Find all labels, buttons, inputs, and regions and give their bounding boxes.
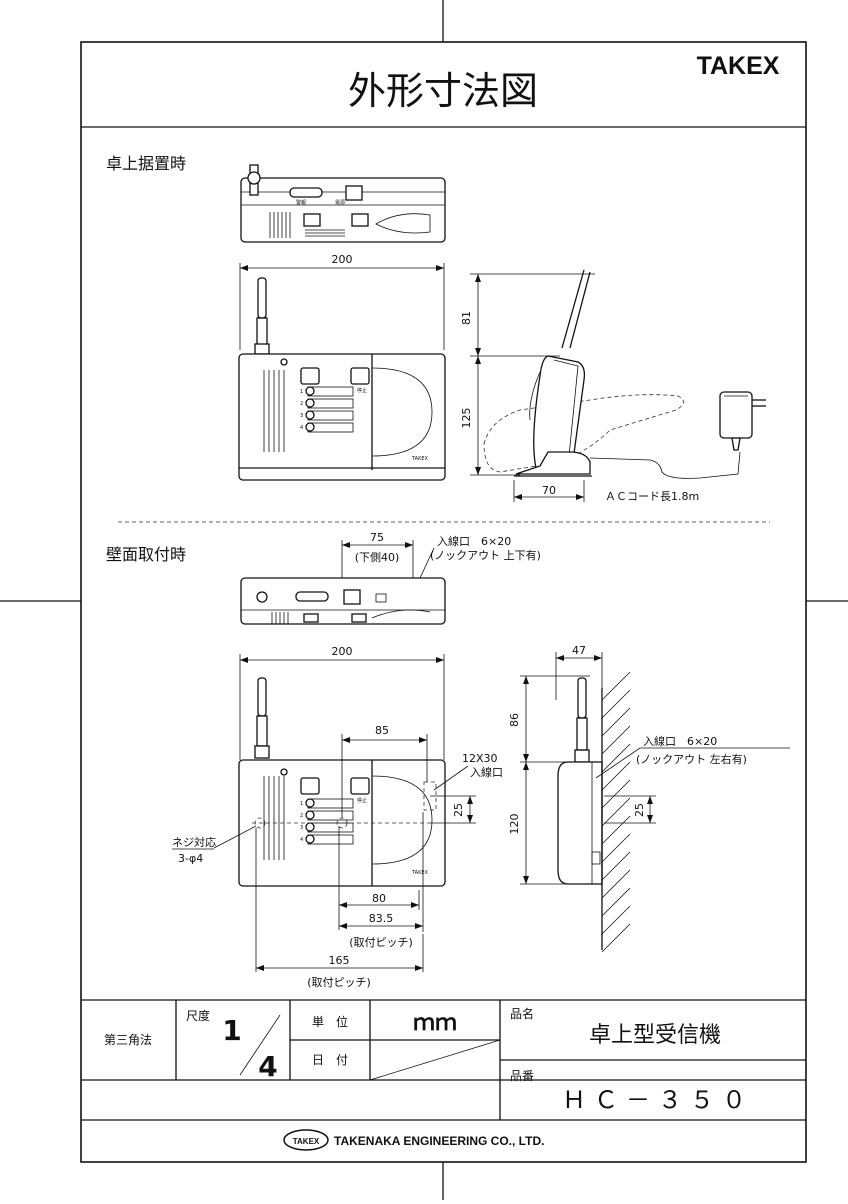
desk-front-view: 1 2 3 4 停止 TAKEX [238, 277, 446, 481]
entry-label: 入線口 [470, 765, 503, 779]
front-takex-label: TAKEX [411, 456, 429, 462]
sheet-frame [80, 41, 807, 1163]
date-label: 日 付 [312, 1053, 348, 1067]
dim-83-5-text: 83.5 [369, 912, 394, 925]
wall-ch4-label: 4 [300, 837, 303, 843]
product-label: 品名 [510, 1006, 534, 1021]
projection-label: 第三角法 [104, 1033, 152, 1047]
top-power-label: 電源 [335, 199, 345, 206]
unit-label: 単 位 [312, 1014, 348, 1029]
dim-200-text: 200 [332, 253, 353, 266]
dim-75-text: 75 [370, 531, 384, 544]
entry-top-label: 入線口 6×20 [437, 534, 511, 548]
pitch2-label: (取付ピッチ) [307, 976, 371, 989]
wall-front-view: 1 2 3 4 停止 TAKEX 85 12X30 入線口 25 ネジ対応 3-… [172, 677, 503, 989]
dim-85-text: 85 [375, 724, 389, 737]
screw-label: ネジ対応 [172, 835, 216, 849]
scale-denominator: 4 [258, 1050, 277, 1083]
dim-desk-width: 200 [239, 253, 445, 350]
drawing-title: 外形寸法図 [348, 69, 538, 113]
entry-side-label: 入線口 6×20 [643, 734, 717, 748]
wall-top-view: 75 (下側40) 入線口 6×20 (ノックアウト 上下有) [240, 531, 541, 625]
footer-logo-text: TAKEX [293, 1137, 320, 1146]
dim-47-text: 47 [572, 644, 586, 657]
holes-label: 3-φ4 [178, 852, 203, 865]
desk-side-view: 81 125 70 ＡＣコード長1.8m [460, 269, 766, 503]
brand-logo: TAKEX [697, 52, 780, 80]
dim-12x30-text: 12X30 [462, 752, 498, 765]
dim-wall-width: 200 [239, 645, 445, 760]
scale-numerator: 1 [222, 1014, 241, 1047]
company-footer: TAKEX TAKENAKA ENGINEERING CO., LTD. [283, 1129, 544, 1151]
dim-81-text: 81 [460, 311, 473, 325]
wall-ch2-label: 2 [300, 813, 303, 819]
wall-takex-label: TAKEX [411, 870, 429, 876]
ch3-label: 3 [300, 413, 303, 419]
dim-70-text: 70 [542, 484, 556, 497]
ch4-label: 4 [300, 425, 303, 431]
desk-top-view: 警報 電源 [240, 164, 446, 243]
entry-side-note: (ノックアウト 左右有) [636, 752, 747, 766]
wall-ch3-label: 3 [300, 825, 303, 831]
top-switch-label: 警報 [296, 199, 306, 206]
section-wall-label: 壁面取付時 [106, 545, 186, 564]
dim-80-text: 80 [372, 892, 386, 905]
product-name: 卓上型受信機 [589, 1023, 721, 1048]
company-name: TAKENAKA ENGINEERING CO., LTD. [334, 1134, 544, 1148]
unit-value: ｍｍ [413, 1011, 457, 1036]
stop-label: 停止 [357, 387, 367, 394]
dim-86-text: 86 [508, 713, 521, 727]
model-number: ＨＣ－３５０ [562, 1086, 754, 1114]
model-label: 品番 [510, 1069, 534, 1083]
section-desk-label: 卓上据置時 [106, 154, 186, 173]
dim-120-text: 120 [508, 814, 521, 835]
dim-25b-text: 25 [633, 803, 646, 817]
ch2-label: 2 [300, 401, 303, 407]
title-block: 第三角法 尺度 1 4 単 位 ｍｍ 日 付 品名 卓上型受信機 品番 ＨＣ－３… [81, 999, 806, 1121]
wall-stop-label: 停止 [357, 797, 367, 804]
dim-165-text: 165 [329, 954, 350, 967]
takex-oval-logo [283, 1129, 329, 1151]
dim-75-note: (下側40) [355, 551, 400, 564]
scale-label: 尺度 [186, 1008, 210, 1023]
wall-side-view: 47 86 120 25 [508, 644, 790, 953]
dim-25a-text: 25 [452, 803, 465, 817]
entry-top-note: (ノックアウト 上下有) [430, 548, 541, 562]
dim-125-desk-text: 125 [460, 408, 473, 429]
ac-cord-length: ＡＣコード長1.8m [605, 490, 699, 503]
ch1-label: 1 [300, 389, 303, 395]
wall-ch1-label: 1 [300, 801, 303, 807]
dim-200-wall-text: 200 [332, 645, 353, 658]
pitch1-label: (取付ピッチ) [349, 936, 413, 949]
